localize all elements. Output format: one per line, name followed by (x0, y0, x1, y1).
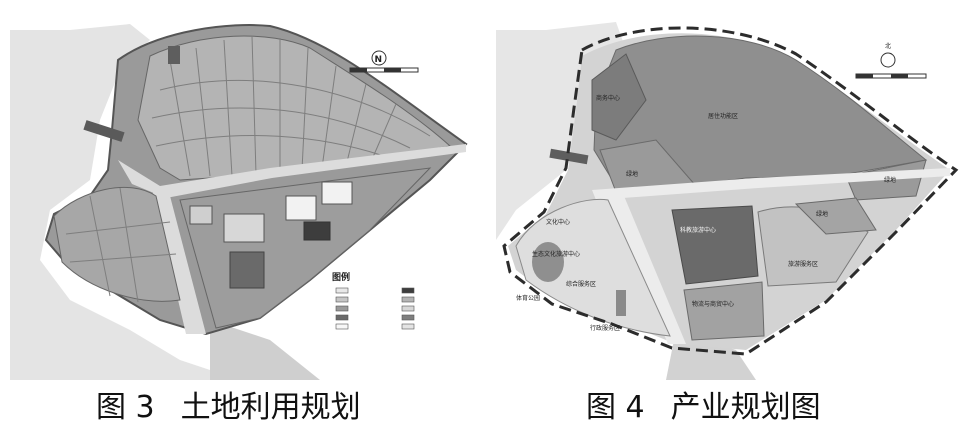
zone-label-tourism-service: 旅游服务区 (788, 260, 818, 268)
planning-boundary (502, 26, 959, 356)
map-legend: 图例 (332, 271, 415, 330)
pier (549, 148, 589, 165)
north-arrow-label: N (375, 55, 383, 65)
landuse-block-e (303, 221, 331, 241)
landuse-block-f (189, 205, 213, 225)
figure-3-title: 土地利用规划 (180, 390, 361, 425)
legend-title: 图例 (332, 271, 350, 283)
zone-west-culture (515, 198, 671, 337)
zone-label-eco-culture: 生态文化旅游中心 (532, 250, 580, 258)
zone-business-center (591, 53, 647, 141)
north-arrow: N (371, 50, 387, 66)
residential-grid (151, 35, 431, 177)
zone-logistics (683, 281, 765, 341)
river-area (210, 320, 320, 380)
main-road-vertical (150, 180, 206, 334)
zone-admin-marker (616, 290, 626, 316)
figure-4-caption: 图 4 产业规划图 (586, 386, 821, 430)
zone-residential (593, 35, 928, 191)
zone-green-south (794, 197, 877, 235)
coastline-area (10, 24, 240, 380)
pier (83, 120, 125, 142)
landuse-block-c (285, 195, 317, 221)
zone-label-green-east: 绿地 (884, 176, 896, 184)
industry-plan-map: 商务中心 居住功能区 绿地 绿地 绿地 科教旅游中心 文化中心 生态文化旅游中心… (496, 0, 962, 380)
zone-label-admin: 行政服务区 (590, 324, 620, 332)
zone-label-sports-park: 体育公园 (516, 294, 540, 302)
west-grid (65, 187, 177, 303)
main-road-vertical (606, 196, 686, 344)
zone-label-culture-center: 文化中心 (546, 218, 570, 226)
figure-4-number: 图 4 (586, 390, 645, 425)
zone-tech-tourism (671, 205, 759, 285)
land-use-plan-map: N 图例 (10, 0, 480, 380)
landuse-block-b (229, 251, 265, 289)
zone-sports-park (532, 242, 564, 282)
zone-label-tech-tourism: 科教旅游中心 (680, 226, 716, 234)
scale-bar (349, 67, 419, 73)
land-use-plan-svg: N 图例 (10, 24, 468, 380)
figure-3-caption: 图 3 土地利用规划 (96, 386, 361, 430)
landuse-block-d (321, 181, 353, 205)
industry-plan-svg: 商务中心 居住功能区 绿地 绿地 绿地 科教旅游中心 文化中心 生态文化旅游中心… (496, 22, 959, 380)
figure-4-title: 产业规划图 (670, 390, 821, 425)
west-district (53, 186, 181, 302)
zone-label-integrated-service: 综合服务区 (566, 280, 596, 288)
zone-label-green-north: 绿地 (626, 170, 638, 178)
north-arrow: 北 (880, 42, 896, 68)
landuse-block-north (168, 46, 180, 64)
scale-bar (855, 73, 927, 79)
main-road-diagonal (118, 144, 466, 198)
zone-label-residential: 居住功能区 (708, 112, 738, 120)
zone-label-green-south: 绿地 (816, 210, 828, 218)
main-road (592, 168, 950, 200)
zone-label-business-center: 商务中心 (596, 94, 620, 102)
figure-3-number: 图 3 (96, 390, 155, 425)
zone-label-logistics: 物流与商贸中心 (692, 300, 734, 308)
residential-fan-north (137, 35, 452, 181)
landuse-block-a (223, 213, 265, 243)
north-arrow-label: 北 (885, 42, 891, 50)
